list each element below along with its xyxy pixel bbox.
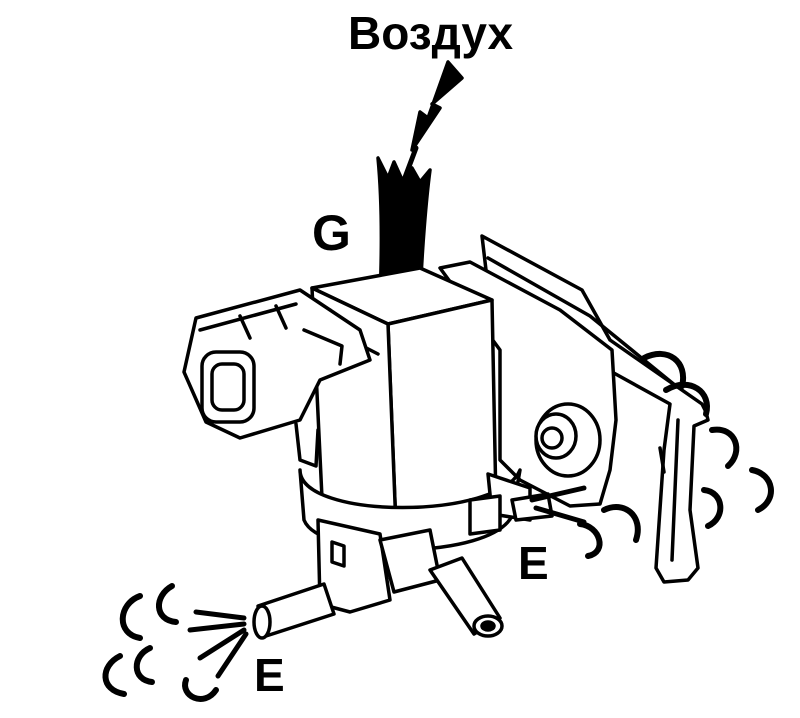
exhaust-puffs-right <box>532 354 771 556</box>
exhaust-puffs-left <box>105 586 246 699</box>
air-flow-arrow <box>404 62 462 180</box>
down-pipe <box>430 558 502 636</box>
left-outlet-pipe <box>254 584 334 638</box>
port-e-left-label: E <box>254 649 285 701</box>
port-g-label: G <box>312 205 351 261</box>
right-outlet-nozzle <box>512 494 552 520</box>
valve-body <box>300 268 496 528</box>
air-label: Воздух <box>348 7 514 59</box>
electrical-connector <box>184 290 370 466</box>
lower-manifold <box>318 474 530 612</box>
port-e-right-label: E <box>518 537 549 589</box>
mounting-bolt <box>536 404 600 476</box>
